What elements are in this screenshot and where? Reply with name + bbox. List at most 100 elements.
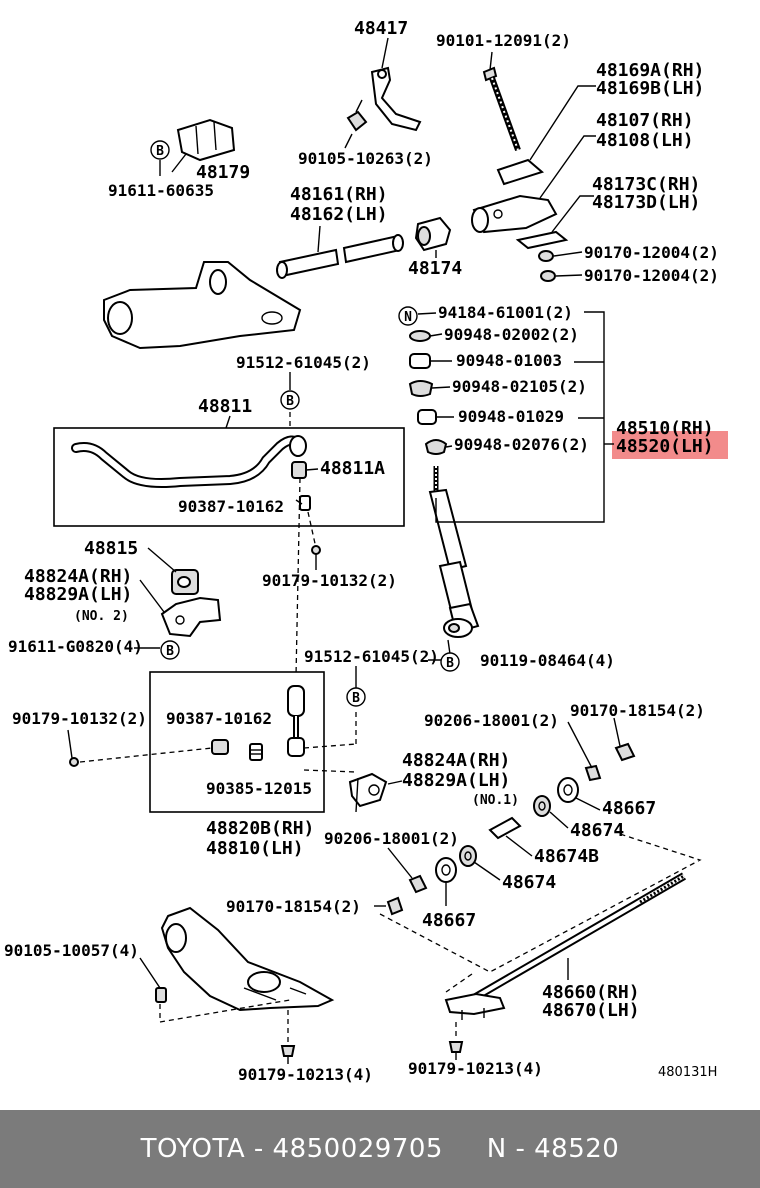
nut-90206-b xyxy=(387,847,428,894)
label-48810: 48810(LH) xyxy=(206,838,304,859)
label-48179: 48179 xyxy=(196,162,250,183)
nut-90179-d xyxy=(448,1022,464,1060)
bushing-48107 xyxy=(471,135,596,234)
label-48667-a: 48667 xyxy=(602,798,656,819)
label-48667-b: 48667 xyxy=(422,910,476,931)
strut-bar-48660 xyxy=(444,872,687,1020)
footer-text: TOYOTA - 4850029705 N - 48520 xyxy=(140,1134,620,1164)
label-91512-b: 91512-61045(2) xyxy=(304,647,439,666)
bolt-90206-a xyxy=(567,721,602,782)
bushing-48674-a xyxy=(533,795,569,829)
svg-text:B: B xyxy=(286,394,294,409)
nut-90170-b xyxy=(540,270,583,282)
label-48108: 48108(LH) xyxy=(596,130,694,151)
marker-b-2: B xyxy=(280,390,300,410)
svg-text:N: N xyxy=(404,310,412,325)
label-90170-b: 90170-12004(2) xyxy=(584,266,719,285)
label-94184: 94184-61001(2) xyxy=(438,303,573,322)
label-90101: 90101-12091(2) xyxy=(436,31,571,50)
label-90948-c: 90948-02105(2) xyxy=(452,377,587,396)
label-48670: 48670(LH) xyxy=(542,1000,640,1021)
label-48161: 48161(RH) xyxy=(290,184,388,205)
stabilizer-box xyxy=(53,427,405,527)
label-90179-c: 90179-10213(4) xyxy=(238,1065,373,1084)
label-48824a-1: 48824A(RH) xyxy=(24,566,132,587)
highlight-48520 xyxy=(612,431,728,459)
label-90105-b: 90105-10057(4) xyxy=(4,941,139,960)
label-90387-a: 90387-10162 xyxy=(178,497,284,516)
label-90948-e: 90948-02076(2) xyxy=(454,435,589,454)
marker-b-3: B xyxy=(160,640,180,660)
link-box xyxy=(149,671,325,813)
plate-48173 xyxy=(515,195,594,250)
label-48169a: 48169A(RH) xyxy=(596,60,704,81)
upper-arm xyxy=(103,261,302,350)
nut-90179-a xyxy=(311,545,321,570)
label-90385: 90385-12015 xyxy=(206,779,312,798)
label-90948-a: 90948-02002(2) xyxy=(444,325,579,344)
svg-text:B: B xyxy=(166,644,174,659)
marker-b-1: B xyxy=(150,140,170,160)
plate-48169 xyxy=(496,85,596,186)
svg-text:B: B xyxy=(352,691,360,706)
label-48173d: 48173D(LH) xyxy=(592,192,700,213)
nut-90170-c xyxy=(613,717,636,762)
label-48674-c: 48674 xyxy=(502,872,556,893)
shaft-48161 xyxy=(276,225,404,279)
label-48674-a: 48674 xyxy=(570,820,624,841)
label-48829a-2: 48829A(LH) xyxy=(402,770,510,791)
label-90170-a: 90170-12004(2) xyxy=(584,243,719,262)
label-90119: 90119-08464(4) xyxy=(480,651,615,670)
label-48107: 48107(RH) xyxy=(596,110,694,131)
label-90948-b: 90948-01003 xyxy=(456,351,562,370)
label-48162: 48162(LH) xyxy=(290,204,388,225)
nut-90179-c xyxy=(280,1045,296,1064)
label-48829a-1: 48829A(LH) xyxy=(24,584,132,605)
diagram-code: 480131H xyxy=(658,1065,717,1080)
bushing-48674-b xyxy=(459,845,501,881)
bushing-48174-a xyxy=(414,216,452,258)
marker-b-4: B xyxy=(440,652,460,672)
bracket-48815 xyxy=(147,547,199,595)
label-48815: 48815 xyxy=(84,538,138,559)
label-48173c: 48173C(RH) xyxy=(592,174,700,195)
bushing-48811a xyxy=(291,461,319,479)
bolt-90101 xyxy=(482,51,521,152)
bushing-90387-b xyxy=(211,739,229,755)
label-90179-d: 90179-10213(4) xyxy=(408,1059,543,1078)
label-48520: 48520(LH) xyxy=(616,436,714,457)
label-48824a-2: 48824A(RH) xyxy=(402,750,510,771)
washer-48667-a xyxy=(557,777,601,811)
label-90170-c: 90170-18154(2) xyxy=(570,701,705,720)
label-48510: 48510(RH) xyxy=(616,418,714,439)
nut-90170-d xyxy=(374,896,404,916)
collar-48674b xyxy=(488,816,533,857)
shock-absorber-48520 xyxy=(428,466,480,638)
label-91512-a: 91512-61045(2) xyxy=(236,353,371,372)
link-48820b xyxy=(287,685,305,757)
label-48811: 48811 xyxy=(198,396,252,417)
washer-48667-b xyxy=(435,857,457,906)
label-48820b: 48820B(RH) xyxy=(206,818,314,839)
label-48660: 48660(RH) xyxy=(542,982,640,1003)
label-48169b: 48169B(LH) xyxy=(596,78,704,99)
label-91611-a: 91611-60635 xyxy=(108,181,214,200)
bolt-90105-10057 xyxy=(139,957,167,1003)
svg-text:B: B xyxy=(446,656,454,671)
label-90179-b: 90179-10132(2) xyxy=(12,709,147,728)
label-90105-a: 90105-10263(2) xyxy=(298,149,433,168)
label-90387-b: 90387-10162 xyxy=(166,709,272,728)
label-48674b: 48674B xyxy=(534,846,599,867)
label-48417: 48417 xyxy=(354,18,408,39)
label-48811a: 48811A xyxy=(320,458,385,479)
bracket-48824a-no2 xyxy=(139,579,222,638)
bracket-48824a-no1 xyxy=(348,772,403,813)
marker-n: N xyxy=(398,306,418,326)
label-90170-d: 90170-18154(2) xyxy=(226,897,361,916)
label-91611-b: 91611-G0820(4) xyxy=(8,637,143,656)
cushion-stack xyxy=(408,330,454,455)
label-90179-a: 90179-10132(2) xyxy=(262,571,397,590)
parts-diagram: B B B B B N 48417 90101-12091(2) 48169A(… xyxy=(4,18,728,1084)
footer-bar: TOYOTA - 4850029705 N - 48520 xyxy=(0,1110,760,1188)
marker-b-5: B xyxy=(346,687,366,707)
